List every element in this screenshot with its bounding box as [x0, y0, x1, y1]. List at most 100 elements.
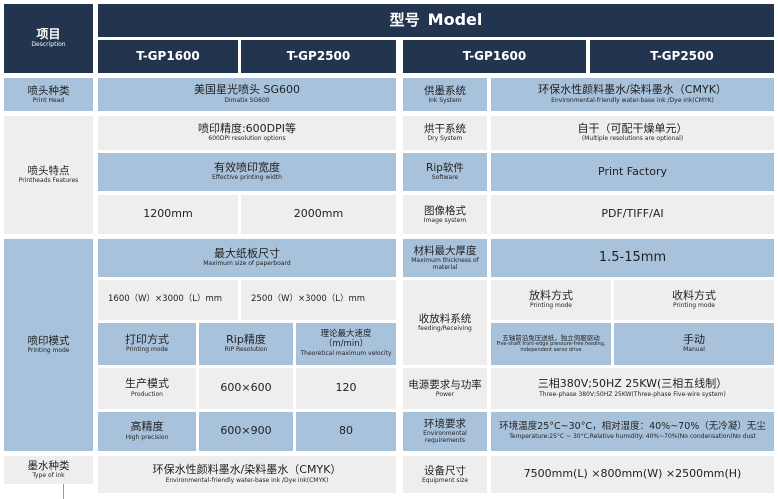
value-ink-type-zh: 环保水性颜料墨水/染料墨水（CMYK） — [152, 463, 342, 477]
col-header-gp2500-left: T-GP2500 — [241, 40, 396, 73]
value-feed-method-en: Five-shaft front-edge pressure-free feed… — [496, 340, 606, 353]
header-rip-resolution-en: RIP Resolution — [224, 346, 268, 354]
header-printing-method-zh: 打印方式 — [125, 332, 169, 346]
label-ink-type-en: Type of ink — [32, 472, 65, 480]
value-printhead-type-en: Dimatix SG600 — [224, 96, 270, 104]
label-rip-software: Rip软件 Software — [403, 153, 487, 191]
header-rip-resolution-zh: Rip精度 — [226, 332, 266, 346]
label-printhead-features-en: Printheads Features — [18, 177, 79, 185]
value-printhead-type: 美国星光喷头 SG600 Dimatix SG600 — [98, 78, 396, 111]
value-equipment-size: 7500mm(L) ×800mm(W) ×2500mm(H) — [491, 456, 774, 493]
label-ink-system: 供墨系统 Ink System — [403, 78, 487, 111]
header-printing-method: 打印方式 Printing mode — [98, 323, 196, 365]
label-ink-system-en: Ink System — [428, 96, 462, 104]
label-print-mode-en: Printing mode — [27, 347, 70, 355]
value-printhead-type-zh: 美国星光喷头 SG600 — [194, 83, 300, 97]
label-print-width-zh: 有效喷印宽度 — [214, 160, 280, 174]
label-dry-system-zh: 烘干系统 — [424, 123, 466, 136]
col-header-gp1600-left: T-GP1600 — [98, 40, 238, 73]
label-equipment-size-zh: 设备尺寸 — [424, 464, 466, 477]
header-max-velocity-en: Theoretical maximum velocity — [300, 349, 392, 357]
label-dry-system-en: Dry System — [427, 135, 463, 143]
header-printing-method-en: Printing mode — [125, 346, 168, 354]
label-printhead-type: 喷头种类 Print Head — [4, 78, 93, 111]
label-high-precision-zh: 高精度 — [130, 420, 164, 434]
label-max-thickness-en: Maximum thickness of material — [411, 256, 479, 271]
value-dry-system: 自干（可配干燥单元） (Multiple resolutions are opt… — [491, 116, 774, 150]
model-title-zh: 型号 — [389, 10, 420, 29]
header-rip-resolution: Rip精度 RIP Resolution — [199, 323, 293, 365]
header-receive-method-zh: 收料方式 — [672, 288, 716, 302]
label-ink-type: 墨水种类 Type of ink — [4, 456, 93, 484]
label-image-format: 图像格式 Image system — [403, 195, 487, 234]
label-production-mode-en: Production — [131, 390, 163, 398]
label-image-format-zh: 图像格式 — [424, 204, 466, 217]
value-board-gp2500: 2500（W）×3000（L）mm — [241, 280, 396, 320]
model-title: 型号 Model — [98, 4, 774, 37]
value-receive-method: 手动 Manual — [614, 323, 774, 365]
label-max-thickness-zh: 材料最大厚度 — [413, 244, 477, 257]
label-power: 电源要求与功率 Power — [403, 368, 487, 409]
decorative-line — [63, 484, 64, 499]
label-max-board-size-zh: 最大纸板尺寸 — [214, 246, 280, 260]
value-feed-method: 五轴前沿免压送纸，独立伺服驱动 Five-shaft front-edge pr… — [491, 323, 611, 365]
value-production-speed: 120 — [296, 368, 396, 409]
value-power: 三相380V;50HZ 25KW(三相五线制） Three-phase 380V… — [491, 368, 774, 409]
label-feeding-system: 收放料系统 feeding/Receiving — [403, 280, 487, 365]
value-production-resolution: 600×600 — [199, 368, 293, 409]
value-ink-system-en: Environmental-friendly water-base ink /D… — [551, 96, 714, 104]
col-header-gp1600-right: T-GP1600 — [403, 40, 586, 73]
value-receive-method-en: Manual — [683, 346, 705, 354]
label-print-mode-zh: 喷印模式 — [27, 335, 70, 348]
label-power-en: Power — [435, 390, 455, 398]
value-print-resolution-en: 600DPI resolution options — [208, 135, 286, 143]
value-dry-system-en: (Multiple resolutions are optional) — [581, 135, 684, 143]
label-environment-zh: 环境要求 — [424, 418, 466, 431]
value-width-gp1600: 1200mm — [98, 195, 238, 234]
value-image-format: PDF/TIFF/AI — [491, 195, 774, 234]
header-feed-method-zh: 放料方式 — [529, 288, 573, 302]
value-environment-zh: 环境温度25°C~30°C，相对湿度：40%~70%（无冷凝）无尘 — [499, 421, 766, 433]
label-print-width: 有效喷印宽度 Effective printing width — [98, 153, 396, 191]
value-environment: 环境温度25°C~30°C，相对湿度：40%~70%（无冷凝）无尘 Temper… — [491, 412, 774, 451]
value-environment-en: Temperature:25°C ~ 30°C,Relative humidit… — [509, 433, 756, 441]
label-environment-en: Environmental requirements — [423, 430, 467, 445]
header-max-velocity: 理论最大速度 （m/min） Theoretical maximum veloc… — [296, 323, 396, 365]
item-header: 项目 Description — [4, 4, 93, 73]
value-print-resolution: 喷印精度:600DPI等 600DPI resolution options — [98, 116, 396, 150]
label-printhead-features-zh: 喷头特点 — [27, 165, 70, 178]
value-board-gp1600: 1600（W）×3000（L）mm — [98, 280, 238, 320]
value-receive-method-zh: 手动 — [683, 332, 705, 346]
label-printhead-type-zh: 喷头种类 — [27, 84, 70, 97]
label-rip-software-en: Software — [431, 174, 459, 182]
label-environment: 环境要求 Environmental requirements — [403, 412, 487, 451]
label-feeding-system-zh: 收放料系统 — [418, 312, 472, 325]
value-dry-system-zh: 自干（可配干燥单元） — [577, 121, 688, 135]
label-printhead-type-en: Print Head — [32, 96, 65, 104]
item-header-zh: 项目 — [36, 26, 61, 41]
label-production-mode-zh: 生产模式 — [125, 377, 169, 391]
value-ink-type: 环保水性颜料墨水/染料墨水（CMYK） Environmental-friend… — [98, 456, 396, 493]
item-header-en: Description — [31, 41, 66, 49]
value-high-precision-speed: 80 — [296, 412, 396, 451]
label-high-precision-en: High precision — [125, 433, 169, 441]
label-ink-system-zh: 供墨系统 — [424, 84, 466, 97]
value-width-gp2500: 2000mm — [241, 195, 396, 234]
label-print-width-en: Effective printing width — [212, 174, 282, 182]
label-feeding-system-en: feeding/Receiving — [418, 324, 472, 332]
label-rip-software-zh: Rip软件 — [426, 162, 464, 175]
value-ink-type-en: Environmental-friendly water-base ink /D… — [165, 476, 329, 484]
label-equipment-size-en: Equipment size — [421, 476, 469, 484]
value-power-zh: 三相380V;50HZ 25KW(三相五线制） — [537, 377, 728, 391]
header-max-velocity-sub: （m/min） — [323, 339, 369, 350]
value-ink-system-zh: 环保水性颜料墨水/染料墨水（CMYK） — [538, 83, 727, 97]
value-rip-software: Print Factory — [491, 153, 774, 191]
value-feed-method-zh: 五轴前沿免压送纸，独立伺服驱动 — [502, 333, 600, 342]
header-max-velocity-zh: 理论最大速度 — [320, 329, 372, 340]
model-title-en: Model — [427, 10, 483, 30]
label-high-precision: 高精度 High precision — [98, 412, 196, 451]
header-receive-method: 收料方式 Printing mode — [614, 280, 774, 320]
header-receive-method-en: Printing mode — [672, 302, 715, 310]
label-equipment-size: 设备尺寸 Equipment size — [403, 456, 487, 493]
value-power-en: Three-phase 380V;50HZ 25KW(Three-phase F… — [539, 390, 726, 398]
